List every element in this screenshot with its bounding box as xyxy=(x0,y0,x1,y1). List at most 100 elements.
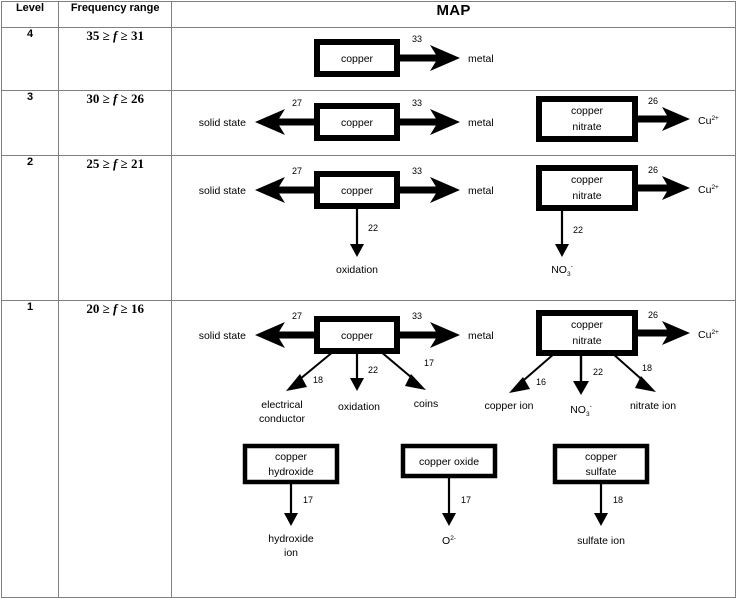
edge-copper-oxidation-arrowhead xyxy=(350,244,365,257)
freq-right-3: 26 xyxy=(130,91,144,106)
freq-left-4: 35 xyxy=(86,28,100,43)
header-frequency-range: Frequency range xyxy=(58,1,173,28)
weight-nitrate-cu: 26 xyxy=(648,96,658,106)
label-no3-sub: 3 xyxy=(567,271,571,278)
node-copper-nitrate-label-line2: nitrate xyxy=(573,335,602,347)
label-solid-state: solid state xyxy=(199,185,246,197)
label-no3-sup: - xyxy=(571,263,573,270)
edge-copper-solidstate-arrowhead xyxy=(255,109,286,135)
edge-nitrate-cu-arrowhead xyxy=(662,176,691,200)
node-copper-nitrate-label-line1: copper xyxy=(571,174,604,186)
table-row: 1 20 ≥ f ≥ 16 copper 27 solid state 33 xyxy=(0,300,736,598)
freq-var-2: f xyxy=(112,156,118,171)
freq-right-4: 31 xyxy=(130,28,144,43)
edge-nitrate-nitrateion-arrowhead xyxy=(635,376,657,392)
weight-nitrate-copper-ion: 16 xyxy=(536,377,546,387)
label-nitrate-ion: nitrate ion xyxy=(630,400,676,412)
node-copper-nitrate-label-line1: copper xyxy=(571,105,604,117)
node-copper-nitrate-label-line2: nitrate xyxy=(573,190,602,202)
weight-copper-electrical: 18 xyxy=(313,375,323,385)
freq-var-1: f xyxy=(112,301,118,316)
weight-nitrate-nitrate-ion: 18 xyxy=(642,363,652,373)
label-o-base: O xyxy=(442,535,450,547)
weight-copper-oxidation: 22 xyxy=(368,223,378,233)
label-cu-ion-base: Cu xyxy=(698,115,712,127)
freq-left-1: 20 xyxy=(86,301,100,316)
weight-copper-metal: 33 xyxy=(412,34,422,44)
label-metal: metal xyxy=(468,185,494,197)
node-copper-label: copper xyxy=(341,53,374,65)
label-hydroxide-line2: ion xyxy=(284,547,298,559)
label-oxidation: oxidation xyxy=(338,401,380,413)
edge-copper-solidstate-arrowhead xyxy=(255,177,286,203)
label-oxidation: oxidation xyxy=(336,264,378,276)
label-metal: metal xyxy=(468,330,494,342)
label-sulfate-ion: sulfate ion xyxy=(577,535,625,547)
edge-copper-electrical-arrowhead xyxy=(286,374,308,391)
node-copper-nitrate-label-line2: nitrate xyxy=(573,121,602,133)
label-solid-state: solid state xyxy=(199,330,246,342)
label-no3-ion: NO3- xyxy=(570,403,592,418)
edge-nitrate-cu-arrowhead xyxy=(662,107,691,131)
frequency-range-4: 35 ≥ f ≥ 31 xyxy=(58,27,173,91)
header-level: Level xyxy=(0,1,60,28)
weight-copper-metal: 33 xyxy=(412,98,422,108)
label-cu-ion: Cu2+ xyxy=(698,329,719,341)
node-copper-sulfate-label-line2: sulfate xyxy=(586,466,617,478)
label-cu-ion-sup: 2+ xyxy=(712,115,720,122)
edge-hydroxide-arrowhead xyxy=(284,513,299,526)
weight-hydroxide: 17 xyxy=(303,495,313,505)
node-copper-label: copper xyxy=(341,330,374,342)
node-copper-nitrate-label-line1: copper xyxy=(571,319,604,331)
weight-sulfate: 18 xyxy=(613,495,623,505)
map-diagram-level-4: copper 33 metal xyxy=(171,27,736,91)
weight-copper-metal: 33 xyxy=(412,311,422,321)
map-diagram-level-1: copper 27 solid state 33 metal 18 electr… xyxy=(171,300,736,598)
weight-nitrate-cu: 26 xyxy=(648,165,658,175)
label-copper-ion: copper ion xyxy=(485,400,534,412)
label-solid-state: solid state xyxy=(199,117,246,129)
edge-nitrate-no3-arrowhead xyxy=(573,381,590,395)
level-value-4: 4 xyxy=(0,27,60,91)
label-no3-sub: 3 xyxy=(586,411,590,418)
edge-copper-metal-arrowhead xyxy=(430,109,461,135)
table-row: 4 35 ≥ f ≥ 31 copper 33 metal xyxy=(0,27,736,91)
label-cu-ion-base: Cu xyxy=(698,329,712,341)
header-map: MAP xyxy=(171,1,736,28)
label-metal: metal xyxy=(468,53,494,65)
node-copper-label: copper xyxy=(341,185,374,197)
weight-oxide: 17 xyxy=(461,495,471,505)
label-cu-ion-sup: 2+ xyxy=(712,184,720,191)
weight-copper-oxidation: 22 xyxy=(368,365,378,375)
label-no3-base: NO xyxy=(570,404,586,416)
label-cu-ion-sup: 2+ xyxy=(712,329,720,336)
edge-copper-metal-arrowhead xyxy=(430,177,461,203)
node-copper-sulfate-label-line1: copper xyxy=(585,451,618,463)
label-oxide-ion: O2- xyxy=(442,535,456,547)
freq-right-2: 21 xyxy=(130,156,144,171)
label-no3-ion: NO3- xyxy=(551,263,573,278)
node-copper-box xyxy=(314,39,401,77)
level-value-3: 3 xyxy=(0,90,60,156)
label-cu-ion: Cu2+ xyxy=(698,184,719,196)
edge-copper-coins-arrowhead xyxy=(405,374,427,390)
table-row: 3 30 ≥ f ≥ 26 copper 27 solid state xyxy=(0,90,736,156)
label-no3-sup: - xyxy=(590,403,592,410)
map-diagram-level-2: copper 27 solid state 33 metal 22 oxidat… xyxy=(171,155,736,301)
weight-copper-solid-state: 27 xyxy=(292,311,302,321)
edge-nitrate-copperion-arrowhead xyxy=(509,377,531,393)
weight-copper-metal: 33 xyxy=(412,166,422,176)
label-conductor: conductor xyxy=(259,413,306,425)
weight-nitrate-no3: 22 xyxy=(573,225,583,235)
level-value-1: 1 xyxy=(0,300,60,598)
label-coins: coins xyxy=(414,398,439,410)
edge-copper-solidstate-arrowhead xyxy=(255,322,286,348)
label-electrical: electrical xyxy=(261,399,302,411)
label-no3-base: NO xyxy=(551,264,567,276)
map-diagram-level-3: copper 27 solid state 33 metal copper ni… xyxy=(171,90,736,156)
freq-left-2: 25 xyxy=(86,156,100,171)
label-metal: metal xyxy=(468,117,494,129)
label-o-sup: 2- xyxy=(450,535,456,542)
table-row: 2 25 ≥ f ≥ 21 copper 27 solid state 33 xyxy=(0,155,736,301)
